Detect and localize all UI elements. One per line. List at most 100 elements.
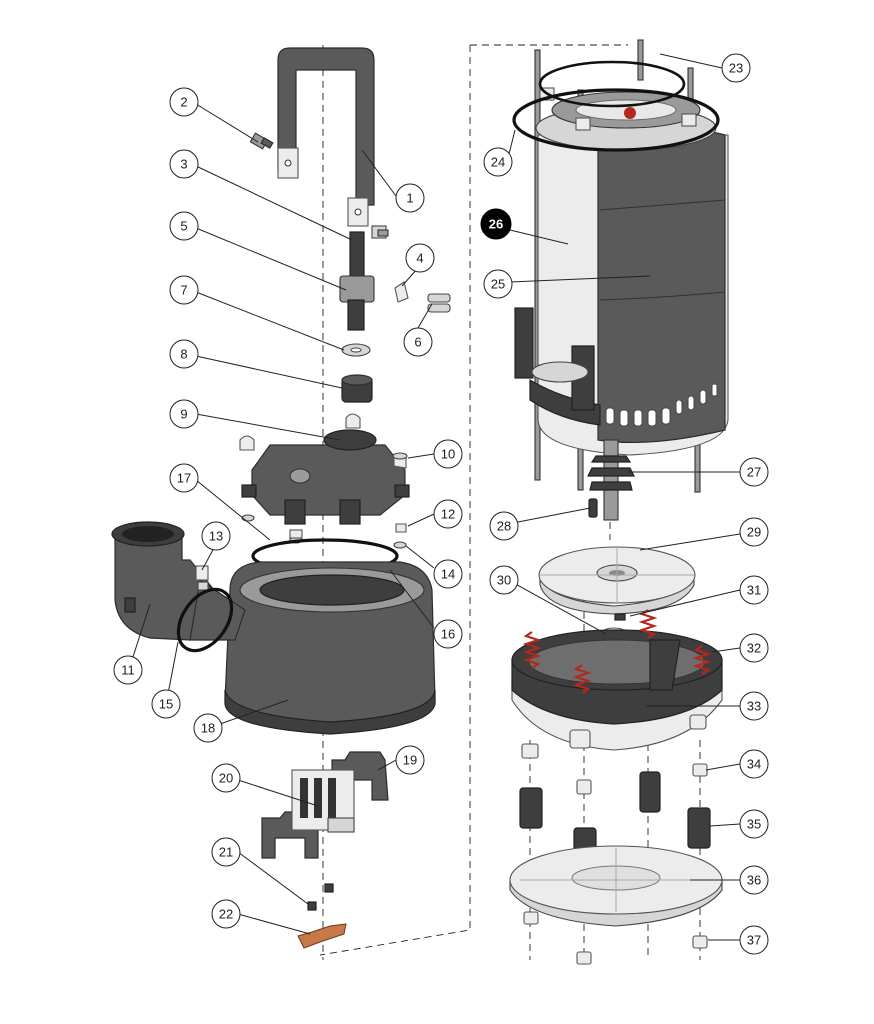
callout-27: 27 (739, 457, 769, 487)
callout-36: 36 (739, 865, 769, 895)
terminal-blocks (261, 751, 389, 859)
outlet-elbow-11 (111, 521, 246, 641)
svg-text:24: 24 (491, 155, 505, 170)
base-plate-36 (509, 845, 723, 927)
handle (277, 47, 375, 227)
callout-24: 24 (483, 147, 513, 177)
svg-text:17: 17 (177, 471, 191, 486)
svg-text:7: 7 (180, 283, 187, 298)
svg-text:29: 29 (747, 525, 761, 540)
vent-slots (605, 383, 718, 427)
top-ring-23 (538, 60, 686, 108)
callout-37: 37 (739, 925, 769, 955)
svg-text:19: 19 (403, 753, 417, 768)
svg-text:18: 18 (201, 721, 215, 736)
svg-text:35: 35 (747, 817, 761, 832)
screw-1b (371, 225, 389, 239)
callout-11: 11 (113, 655, 143, 685)
nut-13 (195, 565, 209, 591)
springs (522, 609, 712, 694)
svg-text:1: 1 (406, 191, 413, 206)
callout-leaders (131, 53, 741, 941)
callout-8: 8 (169, 339, 199, 369)
impeller-29 (538, 546, 696, 615)
svg-text:15: 15 (159, 697, 173, 712)
clip-4 (394, 281, 409, 303)
svg-text:32: 32 (747, 641, 761, 656)
nut-10 (392, 452, 408, 469)
callout-2: 2 (169, 87, 199, 117)
pump-housing-18 (224, 561, 436, 735)
shaft-seal-27 (587, 439, 635, 521)
svg-text:13: 13 (209, 529, 223, 544)
svg-text:11: 11 (121, 663, 135, 678)
callout-32: 32 (739, 633, 769, 663)
callout-6: 6 (403, 327, 433, 357)
stator-collar (514, 307, 601, 426)
callout-3: 3 (169, 149, 199, 179)
callout-20: 20 (211, 763, 241, 793)
callout-16: 16 (433, 619, 463, 649)
callout-7: 7 (169, 275, 199, 305)
o-ring-24 (512, 88, 720, 152)
callout-5: 5 (169, 211, 199, 241)
callout-31: 31 (739, 575, 769, 605)
svg-text:16: 16 (441, 627, 455, 642)
svg-text:4: 4 (416, 251, 423, 266)
svg-text:12: 12 (441, 507, 455, 522)
callout-28: 28 (489, 511, 519, 541)
callout-33: 33 (739, 691, 769, 721)
callout-4: 4 (405, 243, 435, 273)
callout-23: 23 (721, 53, 751, 83)
callout-26: 26 (480, 208, 512, 240)
motor-cover-9 (241, 429, 410, 525)
cover-washers (241, 514, 407, 549)
cable-shaft (339, 231, 375, 331)
screw-2 (249, 132, 274, 150)
callout-21: 21 (211, 837, 241, 867)
callout-19: 19 (395, 745, 425, 775)
callout-9: 9 (169, 399, 199, 429)
screws-21 (307, 883, 334, 911)
callout-18: 18 (193, 713, 223, 743)
callout-12: 12 (433, 499, 463, 529)
svg-text:6: 6 (414, 335, 421, 350)
svg-text:36: 36 (747, 873, 761, 888)
callout-15: 15 (151, 689, 181, 719)
svg-text:31: 31 (747, 583, 761, 598)
svg-text:14: 14 (441, 567, 455, 582)
svg-text:34: 34 (747, 757, 761, 772)
svg-text:2: 2 (180, 95, 187, 110)
gasket-15 (176, 587, 234, 653)
callout-13: 13 (201, 521, 231, 551)
svg-text:5: 5 (180, 219, 187, 234)
callout-30: 30 (489, 565, 519, 595)
svg-text:23: 23 (729, 61, 743, 76)
grommet-8 (341, 374, 373, 403)
cap-9b (239, 413, 361, 451)
svg-text:27: 27 (747, 465, 761, 480)
earth-bracket-22 (297, 923, 347, 949)
svg-text:9: 9 (180, 407, 187, 422)
key-28 (588, 498, 598, 518)
callout-22: 22 (211, 899, 241, 929)
svg-text:8: 8 (180, 347, 187, 362)
screws-6 (427, 293, 451, 313)
callout-17: 17 (169, 463, 199, 493)
callout-35: 35 (739, 809, 769, 839)
svg-text:25: 25 (491, 277, 505, 292)
callout-25: 25 (483, 269, 513, 299)
svg-text:3: 3 (180, 157, 187, 172)
pump-base-33 (511, 629, 723, 751)
svg-text:21: 21 (219, 845, 233, 860)
svg-text:10: 10 (441, 447, 455, 462)
svg-text:26: 26 (489, 217, 503, 232)
callout-34: 34 (739, 749, 769, 779)
callouts: 1 2 3 4 5 6 7 8 9 10 11 12 13 14 15 16 1… (113, 53, 769, 955)
washer-7 (341, 343, 371, 357)
callout-10: 10 (433, 439, 463, 469)
svg-text:28: 28 (497, 519, 511, 534)
svg-text:22: 22 (219, 907, 233, 922)
svg-text:33: 33 (747, 699, 761, 714)
